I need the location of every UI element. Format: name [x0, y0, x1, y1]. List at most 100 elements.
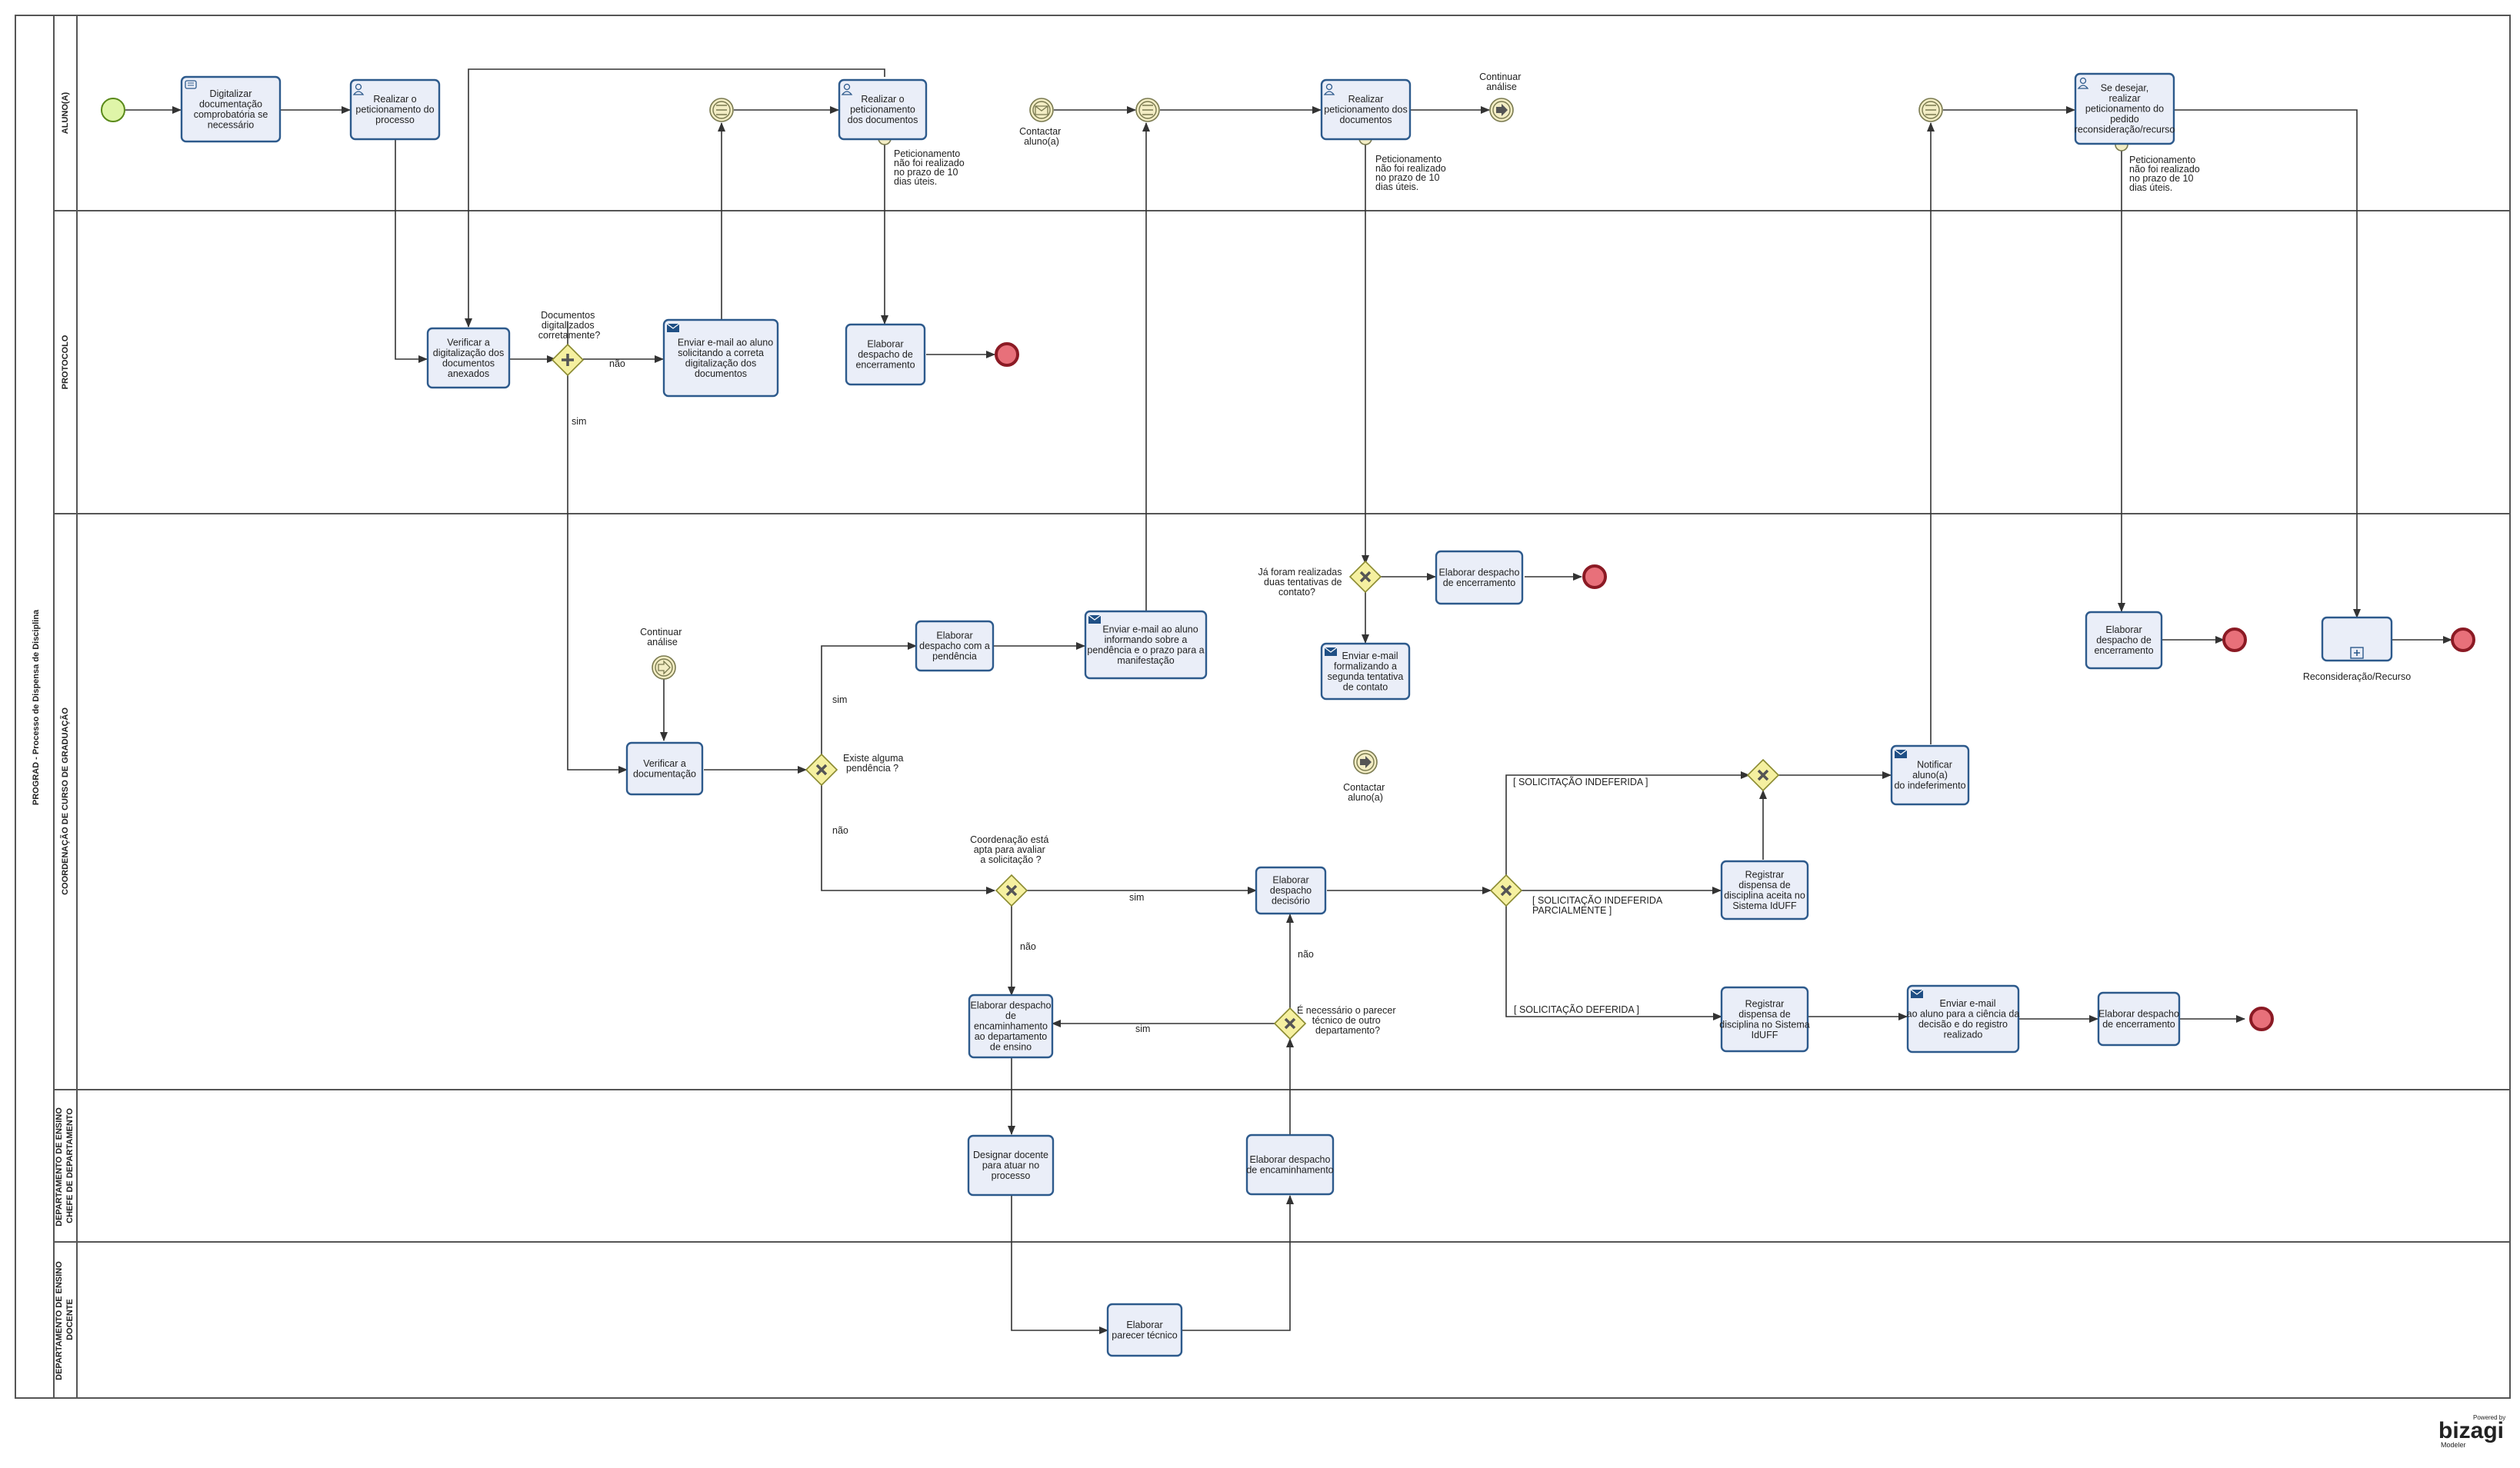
pool-title: PROGRAD - Processo de Dispensa de Discip… — [32, 609, 41, 805]
task-label-line: pedido — [2110, 114, 2139, 125]
bizagi-wordmark: bizagi — [2438, 1418, 2504, 1443]
label-gw-apta-l1: Coordenação está — [970, 834, 1048, 845]
label-continuar-2: Continuar análise — [640, 627, 685, 647]
timer-event-aluno-2 — [1135, 98, 1160, 122]
end-event-protocolo — [995, 342, 1019, 367]
end-event-encerramento-recurso — [2222, 627, 2247, 652]
label-continuar-2-l2: análise — [647, 637, 678, 647]
annotations: Documentos digitalizados corretamente? n… — [538, 72, 2412, 1036]
label-parcial-l1: [ SOLICITAÇÃO INDEFERIDA — [1532, 895, 1663, 906]
task-label-line: processo — [375, 115, 415, 125]
task-label-line: de ensino — [990, 1042, 1032, 1053]
task-label-line: Elaborar despacho — [971, 1000, 1052, 1011]
task-label-line: Elaborar despacho — [2098, 1008, 2179, 1019]
gateways — [551, 343, 1780, 1040]
task-label-line: solicitando a correta — [678, 348, 764, 358]
task-label-line: de encerramento — [1443, 578, 1516, 588]
label-gw-pendencia: Existe alguma pendência ? — [843, 753, 906, 774]
label-parcial-l2: PARCIALMENTE ] — [1532, 905, 1612, 916]
label-gw-documentos-l2: digitalizados — [542, 320, 595, 331]
link-event-continuar-2 — [652, 655, 676, 680]
task-label-line: segunda tentativa — [1328, 671, 1404, 682]
label-indeferida: [ SOLICITAÇÃO INDEFERIDA ] — [1513, 777, 1648, 787]
task-label-line: decisório — [1272, 896, 1310, 907]
message-event-contactar-1 — [1029, 98, 1054, 122]
user-task-icon — [841, 83, 853, 95]
task-label-line: despacho de — [858, 349, 913, 360]
send-mail-icon — [1324, 647, 1338, 656]
task-label-line: Realizar o — [861, 94, 904, 105]
lane-label-docente-line2: DOCENTE — [65, 1299, 75, 1340]
task-label-line: documentação — [199, 98, 262, 109]
task-label-line: Elaborar despacho — [1250, 1154, 1331, 1165]
task-label-line: Elaborar — [2105, 624, 2142, 635]
lane-label-aluno: ALUNO(A) — [61, 92, 70, 134]
task-label-line: despacho — [1270, 885, 1312, 896]
task-label-line: Elaborar — [1126, 1320, 1162, 1330]
gateway-parecer — [1273, 1007, 1307, 1040]
task-label-line: IdUFF — [1752, 1030, 1778, 1040]
task-t22[interactable] — [2321, 616, 2393, 662]
label-timeout-1-l3: no prazo de 10 — [894, 167, 958, 178]
label-timeout-3-l2: não foi realizado — [2129, 164, 2200, 175]
sequence-flows — [125, 68, 2452, 1334]
label-continuar-1-l2: análise — [1486, 82, 1517, 92]
user-task-icon — [2077, 77, 2089, 89]
task-label-line: formalizando a — [1334, 661, 1397, 671]
gateway-documentos — [551, 343, 585, 377]
lane-label-chefe-line1: DEPARTAMENTO DE ENSINO — [55, 1107, 64, 1227]
task-label-line: Realizar o — [373, 94, 416, 105]
task-label-line: parecer técnico — [1112, 1330, 1178, 1340]
send-mail-icon — [666, 323, 680, 332]
task-label-line: manifestação — [1117, 655, 1174, 666]
label-gw-tentativas-l2: duas tentativas de — [1264, 577, 1342, 588]
task-label-line: Realizar — [1348, 94, 1384, 105]
task-label-line: de encerramento — [2102, 1019, 2175, 1030]
lane-label-chefe-line2: CHEFE DE DEPARTAMENTO — [65, 1108, 75, 1223]
end-event-deferida — [2249, 1007, 2274, 1031]
task-label-line: Sistema IdUFF — [1732, 900, 1797, 911]
task-label-line: Digitalizar — [210, 88, 252, 99]
label-gw-apta-l2: apta para avaliar — [974, 844, 1045, 855]
task-label-line: comprobatória se — [194, 109, 268, 120]
task-label-line: disciplina no Sistema — [1719, 1019, 1809, 1030]
task-label-line: Registrar — [1745, 998, 1785, 1009]
task-label-line: despacho de — [2096, 635, 2152, 646]
user-task-icon — [352, 83, 365, 95]
task-label-line: encaminhamento — [974, 1021, 1048, 1032]
